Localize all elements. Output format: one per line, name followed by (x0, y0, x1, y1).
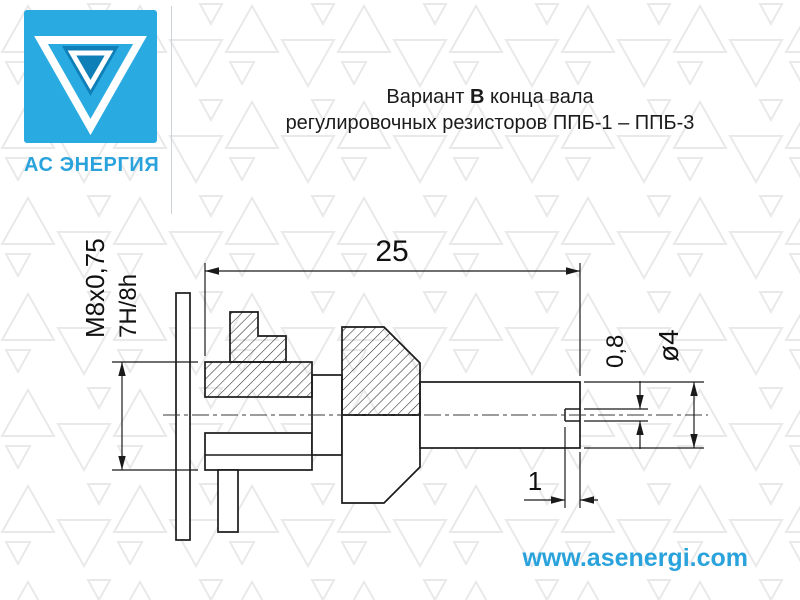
bushing-lower-outline (204, 432, 313, 471)
title-line2: регулировочных резисторов ППБ-1 – ППБ-3 (285, 112, 695, 134)
flange-section-hatched (229, 311, 287, 363)
dim-thread-label: M8x0,75 (80, 238, 110, 338)
dim-diameter (584, 381, 704, 449)
dim-slot-width-label: 0,8 (602, 335, 629, 368)
dim-slot-depth-label: 1 (528, 466, 542, 496)
mounting-panel (175, 292, 191, 541)
bushing-section-hatched (204, 361, 313, 398)
brand-block: АС ЭНЕРГИЯ (24, 10, 184, 177)
dim-thread (112, 361, 198, 471)
brand-name: АС ЭНЕРГИЯ (24, 154, 160, 176)
website-link[interactable]: www.asenergi.com (522, 544, 748, 572)
dim-thread-fit-label: 7H/8h (115, 274, 142, 338)
dim-diameter-label: ø4 (653, 329, 684, 362)
collar-lower-outline (341, 414, 421, 504)
title-line1: Вариант В конца вала (248, 84, 732, 110)
dim-length (204, 263, 581, 376)
header-divider (171, 6, 172, 214)
brand-logo-icon[interactable] (24, 10, 157, 143)
dim-slot-width (584, 381, 648, 449)
dim-slot-depth (524, 427, 598, 508)
anti-rotation-lug (217, 469, 239, 533)
drawing-title: Вариант В конца вала регулировочных рези… (248, 84, 732, 136)
title-suffix: конца вала (484, 86, 594, 108)
title-variant: В (470, 86, 485, 108)
collar-section-hatched (341, 326, 421, 416)
title-prefix: Вариант (386, 86, 471, 108)
dim-length-label: 25 (375, 235, 408, 268)
